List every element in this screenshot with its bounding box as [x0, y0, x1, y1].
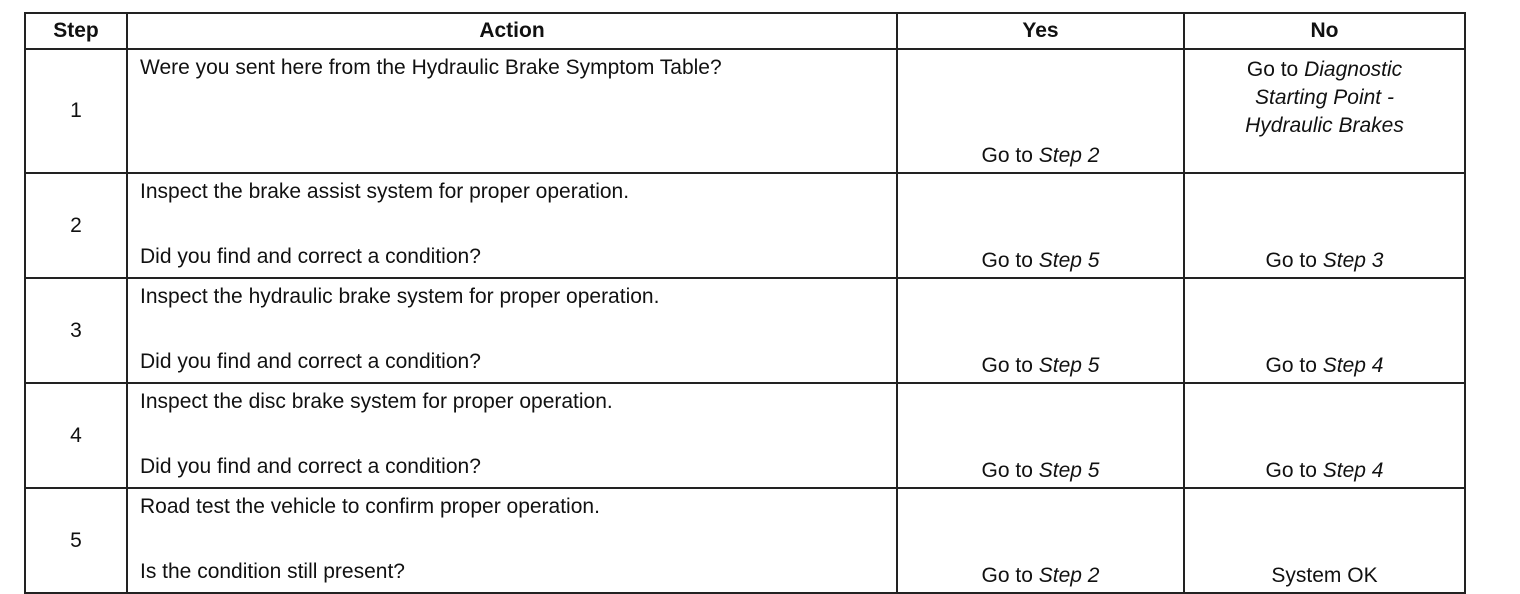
no-diagnostic-link-line3[interactable]: Hydraulic Brakes	[1245, 114, 1404, 137]
yes-prefix: Go to	[981, 459, 1033, 482]
action-question: Did you find and correct a condition?	[140, 245, 481, 268]
yes-cell: Go to Step 5	[896, 382, 1185, 489]
no-prefix: Go to	[1265, 354, 1317, 377]
table-row: 4 Inspect the disc brake system for prop…	[24, 382, 1466, 489]
no-prefix: Go to	[1265, 459, 1317, 482]
action-question: Is the condition still present?	[140, 560, 405, 583]
action-cell: Road test the vehicle to confirm proper …	[126, 487, 898, 594]
no-cell: Go to Step 4	[1183, 277, 1466, 384]
no-step-link[interactable]: Step 4	[1322, 459, 1384, 482]
no-cell: Go to Diagnostic Starting Point - Hydrau…	[1183, 48, 1466, 174]
diagnostic-table: Step Action Yes No 1 Were you sent here …	[24, 12, 1466, 594]
no-cell: System OK	[1183, 487, 1466, 594]
header-no: No	[1183, 12, 1466, 50]
step-number: 5	[24, 487, 128, 594]
header-step: Step	[24, 12, 128, 50]
action-instruction: Inspect the hydraulic brake system for p…	[140, 285, 660, 308]
action-instruction: Inspect the brake assist system for prop…	[140, 180, 630, 203]
step-number: 2	[24, 172, 128, 279]
yes-step-link[interactable]: Step 2	[1038, 564, 1100, 587]
table-row: 3 Inspect the hydraulic brake system for…	[24, 277, 1466, 384]
yes-step-link[interactable]: Step 5	[1038, 459, 1100, 482]
yes-cell: Go to Step 5	[896, 277, 1185, 384]
table-row: 2 Inspect the brake assist system for pr…	[24, 172, 1466, 279]
yes-prefix: Go to	[981, 249, 1033, 272]
yes-cell: Go to Step 2	[896, 487, 1185, 594]
action-question: Did you find and correct a condition?	[140, 455, 481, 478]
yes-prefix: Go to	[981, 564, 1033, 587]
header-action: Action	[126, 12, 898, 50]
action-question: Did you find and correct a condition?	[140, 350, 481, 373]
yes-cell: Go to Step 2	[896, 48, 1185, 174]
no-prefix: Go to	[1246, 58, 1299, 81]
action-instruction: Road test the vehicle to confirm proper …	[140, 495, 600, 518]
no-prefix: Go to	[1265, 249, 1317, 272]
step-number: 4	[24, 382, 128, 489]
no-step-link[interactable]: Step 3	[1322, 249, 1384, 272]
no-step-link[interactable]: Step 4	[1322, 354, 1384, 377]
yes-prefix: Go to	[981, 144, 1033, 167]
system-ok-text: System OK	[1271, 564, 1378, 587]
yes-cell: Go to Step 5	[896, 172, 1185, 279]
action-cell: Were you sent here from the Hydraulic Br…	[126, 48, 898, 174]
action-cell: Inspect the disc brake system for proper…	[126, 382, 898, 489]
step-number: 1	[24, 48, 128, 174]
yes-step-link[interactable]: Step 5	[1038, 354, 1100, 377]
table-row: 5 Road test the vehicle to confirm prope…	[24, 487, 1466, 594]
action-text: Were you sent here from the Hydraulic Br…	[140, 56, 722, 79]
action-cell: Inspect the brake assist system for prop…	[126, 172, 898, 279]
no-cell: Go to Step 3	[1183, 172, 1466, 279]
action-cell: Inspect the hydraulic brake system for p…	[126, 277, 898, 384]
step-number: 3	[24, 277, 128, 384]
no-cell: Go to Step 4	[1183, 382, 1466, 489]
yes-step-link[interactable]: Step 5	[1038, 249, 1100, 272]
header-yes: Yes	[896, 12, 1185, 50]
header-row: Step Action Yes No	[24, 12, 1466, 50]
no-diagnostic-link-line2[interactable]: Starting Point -	[1255, 86, 1394, 109]
action-instruction: Inspect the disc brake system for proper…	[140, 390, 613, 413]
table-row: 1 Were you sent here from the Hydraulic …	[24, 48, 1466, 174]
no-diagnostic-link[interactable]: Diagnostic	[1304, 58, 1403, 81]
yes-step-link[interactable]: Step 2	[1038, 144, 1100, 167]
yes-prefix: Go to	[981, 354, 1033, 377]
